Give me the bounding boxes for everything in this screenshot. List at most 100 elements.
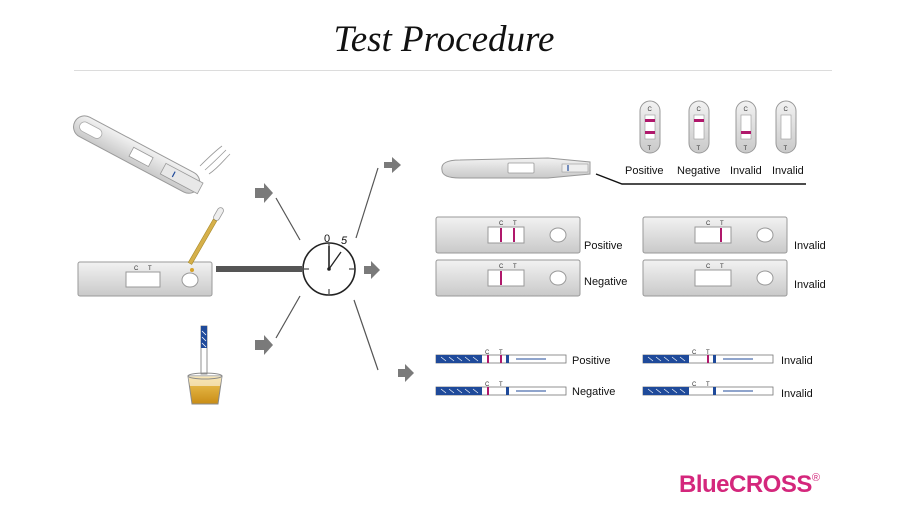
line-letter: T (706, 382, 710, 388)
midstream-result-label: Invalid (730, 165, 762, 177)
strip-marker (713, 355, 716, 363)
strip-pattern (448, 388, 455, 394)
window-pad (780, 114, 792, 140)
cassette-window (694, 226, 732, 244)
line-letter: C (485, 382, 490, 388)
strip-invalid-label: Invalid (781, 355, 813, 367)
strip-pattern (671, 356, 678, 362)
strip-pattern (464, 388, 471, 394)
timer-end-label: 5 (341, 235, 348, 247)
strip-pattern (448, 356, 455, 362)
test-line (707, 355, 709, 363)
strip-pattern (456, 356, 463, 362)
window-pad (693, 114, 705, 140)
cassette-invalid-label: Invalid (794, 279, 826, 291)
strip-pattern (440, 356, 447, 362)
strip-pattern (472, 356, 479, 362)
strip-marker (506, 387, 509, 395)
strip-invalid-label: Invalid (781, 388, 813, 400)
cassette-window (487, 226, 525, 244)
test-line (500, 355, 502, 363)
strip-pattern (647, 356, 654, 362)
cassette-invalid-label: Invalid (794, 240, 826, 252)
line-letter: C (706, 221, 711, 227)
strip-handle (436, 387, 482, 395)
sample-well (756, 227, 774, 243)
line-letter: T (513, 221, 517, 227)
test-line (741, 131, 751, 134)
cassette-window (694, 269, 732, 287)
strip-cup-illustration (187, 325, 223, 405)
line-letter: C (648, 107, 653, 113)
svg-text:T: T (148, 266, 152, 272)
test-line (720, 228, 722, 242)
midstream-result-window: CT (639, 100, 661, 154)
line-letter: C (692, 382, 697, 388)
line-letter: T (784, 146, 788, 152)
strip-pattern (655, 356, 662, 362)
control-line (500, 228, 502, 242)
strip-pattern (679, 356, 686, 362)
strip-pattern (663, 388, 670, 394)
arrow-icon (384, 157, 401, 173)
test-line (513, 228, 515, 242)
svg-text:C: C (134, 266, 139, 272)
registered-mark: ® (811, 472, 820, 484)
connector-bar (216, 266, 302, 272)
control-line (487, 355, 489, 363)
strip-pattern (647, 388, 654, 394)
window-pad (644, 114, 656, 140)
midstream-result-label: Negative (677, 165, 721, 177)
window-pad (740, 114, 752, 140)
line-letter: T (697, 146, 701, 152)
midstream-device-illustration (73, 115, 231, 195)
line-letter: C (744, 107, 749, 113)
line-letter: T (744, 146, 748, 152)
line-letter: C (784, 107, 789, 113)
midstream-result-window: CT (775, 100, 797, 154)
strip-pattern (655, 388, 662, 394)
line-letter: T (513, 264, 517, 270)
sample-well (756, 270, 774, 286)
midstream-result-label: Positive (625, 165, 664, 177)
control-line (487, 387, 489, 395)
line-letter: C (697, 107, 702, 113)
timer-start-label: 0 (324, 233, 330, 245)
strip-marker (713, 387, 716, 395)
cassette-window (487, 269, 525, 287)
strip-positive-label: Positive (572, 355, 611, 367)
strip-handle (643, 355, 689, 363)
strip-marker (506, 355, 509, 363)
title-divider (74, 70, 832, 71)
brand-logo: BlueCROSS® (679, 471, 820, 499)
midstream-device-result (441, 157, 591, 179)
strip-pattern (472, 388, 479, 394)
line-letter: C (706, 264, 711, 270)
line-letter: T (706, 350, 710, 356)
page-title: Test Procedure (333, 19, 555, 60)
strip-negative-label: Negative (572, 386, 616, 398)
control-line (645, 119, 655, 122)
midstream-result-label: Invalid (772, 165, 804, 177)
line-letter: T (720, 264, 724, 270)
arrow-icon (255, 183, 273, 203)
strip-pattern (440, 388, 447, 394)
cassette-positive-label: Positive (584, 240, 623, 252)
brand-name: BlueCROSS (679, 471, 812, 498)
test-line (645, 131, 655, 134)
strip-pattern (464, 356, 471, 362)
strip-handle (436, 355, 482, 363)
sample-well (549, 270, 567, 286)
line-letter: C (692, 350, 697, 356)
arrow-icon (364, 261, 380, 279)
midstream-result-window: CT (688, 100, 710, 154)
strip-pattern (663, 356, 670, 362)
line-letter: C (485, 350, 490, 356)
control-line (694, 119, 704, 122)
